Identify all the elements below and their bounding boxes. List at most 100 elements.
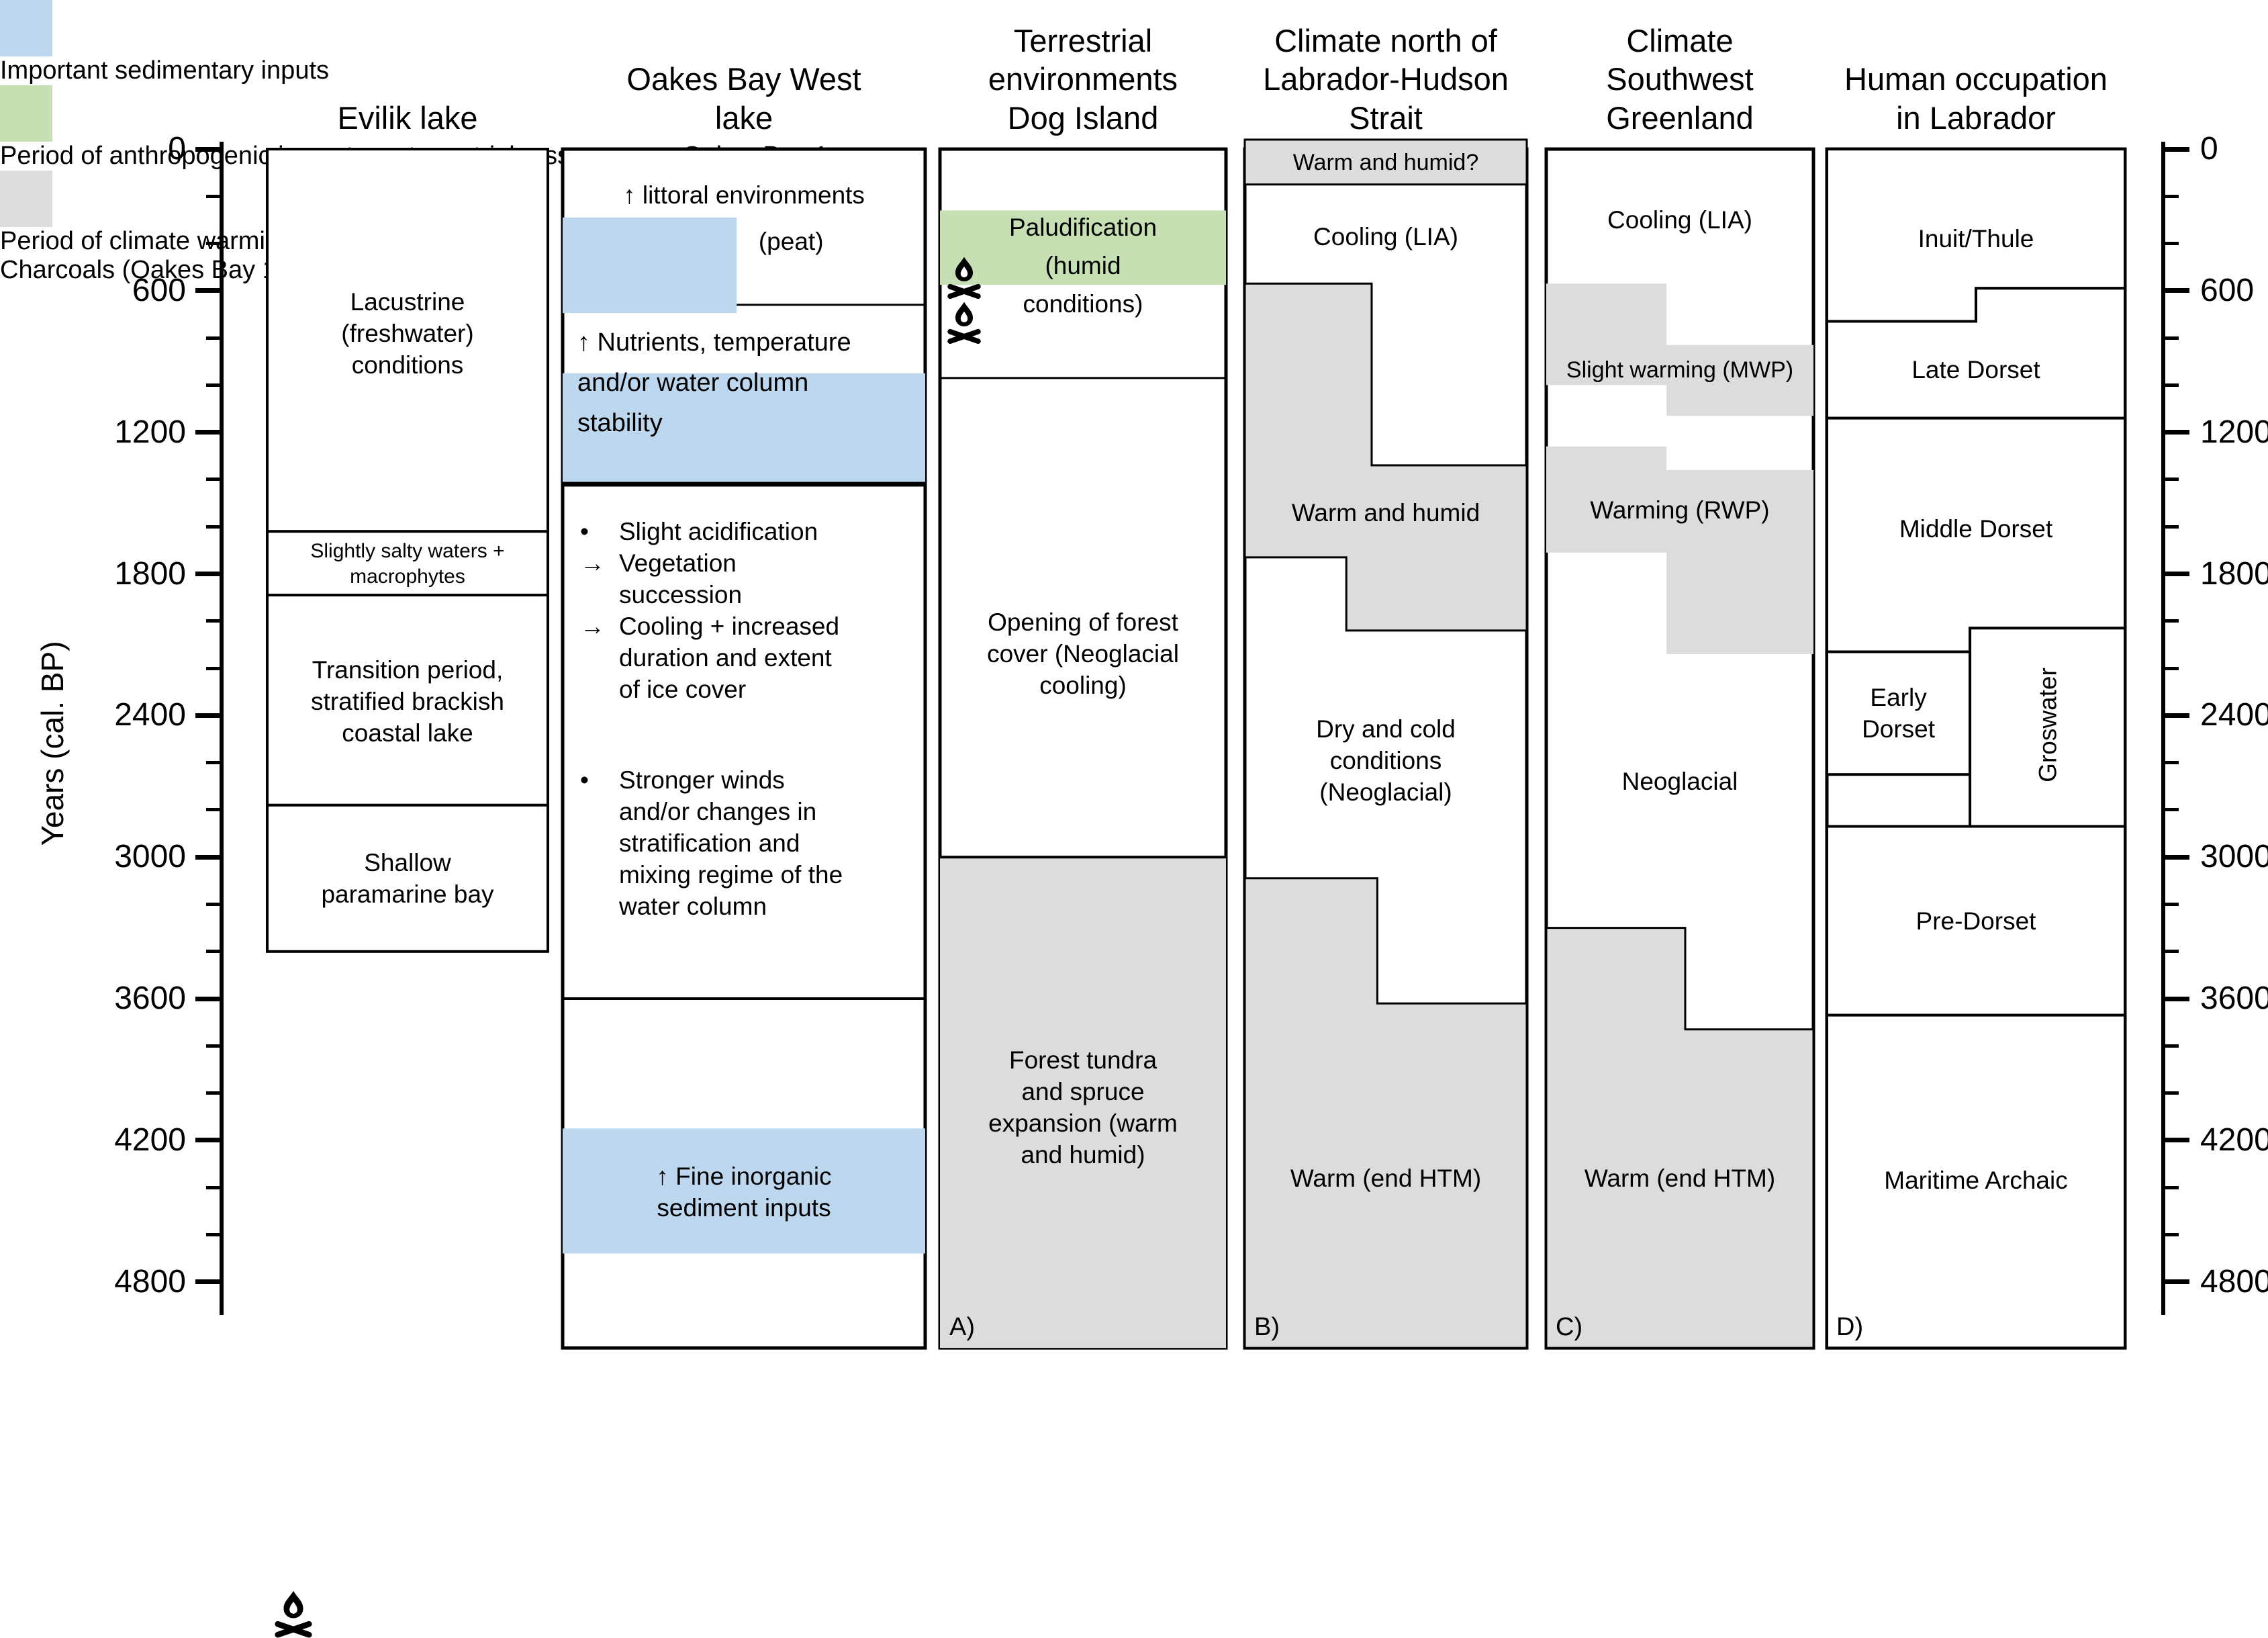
interval-rect [266,530,549,597]
column-letter: B) [1254,1313,1280,1342]
axis-right-tick-major [2163,288,2189,293]
interval-label: Cooling (LIA) [1313,222,1458,251]
interval-rect [940,857,1226,1349]
interval-rect [563,217,737,314]
column-title-line: environments [988,61,1178,97]
interval-label: Slightly salty waters +macrophytes [310,540,505,588]
axis-left-tick-major [195,288,222,293]
axis-right-tick-label: 3600 [2200,981,2268,1017]
interval-label: Warm and humid [1291,498,1480,527]
axis-right-ruler [2161,142,2165,1315]
column-title-line: Strait [1349,99,1423,136]
column-title-line: Oakes Bay West [626,61,861,97]
interval-label: Slight warming (MWP) [1566,357,1794,383]
axis-left-tick-minor [206,336,222,340]
axis-left-tick-minor [206,619,222,623]
axis-right-tick-minor [2163,242,2179,246]
interval-rect [563,1128,925,1254]
axis-left-tick-major [195,1279,222,1285]
column-title-line: Human occupation [1844,61,2108,97]
column-title-line: Evilik lake [337,99,478,136]
axis-left-tick-major [195,146,222,152]
axis-left-tick-label: 600 [132,272,186,308]
list-marker: → [580,612,605,641]
column-title-line: Greenland [1606,99,1754,136]
axis-right-tick-minor [2163,902,2179,906]
axis-left-tick-minor [206,194,222,198]
axis-left-tick-minor [206,383,222,387]
axis-left-tick-label: 4200 [114,1122,186,1158]
interval-label: Warm (end HTM) [1584,1164,1776,1192]
axis-right-tick-minor [2163,525,2179,529]
axis-left-tick-major [195,430,222,435]
axis-left-tick-major [195,854,222,860]
axis-left-tick-label: 2400 [114,697,186,733]
list-item: •Slight acidification [580,516,908,547]
interval-polygon [1545,927,1815,1349]
legend-swatch-2 [0,85,52,142]
campfire-log [947,328,981,344]
interval-label: Middle Dorset [1899,515,2053,543]
axis-left-tick-major [195,713,222,718]
interval-label: Warming (RWP) [1590,496,1770,525]
interval-polygon [1243,282,1528,632]
legend-label: Period of climate warming [0,227,294,255]
interval-label: Pre-Dorset [1916,907,2036,935]
axis-left-tick-label: 3600 [114,981,186,1017]
axis-left-tick-minor [206,761,222,765]
column-title-line: lake [714,99,773,136]
axis-left-tick-minor [206,1232,222,1236]
interval-rect [266,594,549,807]
axis-right-tick-minor [2163,1044,2179,1048]
axis-right-tick-minor [2163,1232,2179,1236]
axis-right-tick-label: 1200 [2200,414,2268,450]
axis-right-tick-minor [2163,1091,2179,1095]
axis-right-tick-label: 4800 [2200,1263,2268,1300]
interval-label: ↑ littoral environments [623,181,865,210]
interval-rect [266,803,549,953]
axis-right-tick-major [2163,1279,2189,1285]
interval-rect [1826,1013,2126,1350]
column-letter: C) [1556,1313,1583,1342]
legend-swatch-3 [0,171,52,227]
axis-left-tick-minor [206,1185,222,1189]
interval-label: Late Dorset [1911,356,2040,384]
column-letter: D) [1836,1313,1864,1342]
campfire-log [275,1621,312,1638]
axis-left-tick-minor [206,950,222,954]
axis-left-tick-label: 3000 [114,839,186,875]
interval-label: Maritime Archaic [1884,1167,2068,1195]
axis-right-tick-minor [2163,1185,2179,1189]
axis-left-tick-minor [206,525,222,529]
axis-right-tick-label: 4200 [2200,1122,2268,1158]
axis-right-tick-minor [2163,761,2179,765]
axis-left-tick-minor [206,1044,222,1048]
axis-left-tick-minor [206,666,222,670]
axis-right-tick-minor [2163,336,2179,340]
axis-left-tick-label: 1800 [114,555,186,592]
interval-label: Warm and humid? [1292,150,1479,176]
interval-rect [1969,627,2127,828]
axis-left-tick-major [195,572,222,577]
charcoal-campfire-icon [947,257,981,299]
axis-right-tick-label: 2400 [2200,697,2268,733]
axis-left-tick-minor [206,242,222,246]
legend-charcoal-campfire-icon [275,1590,312,1638]
interval-label: (peat) [758,227,824,255]
list-marker: → [580,549,605,578]
axis-left-tick-label: 0 [168,131,186,167]
